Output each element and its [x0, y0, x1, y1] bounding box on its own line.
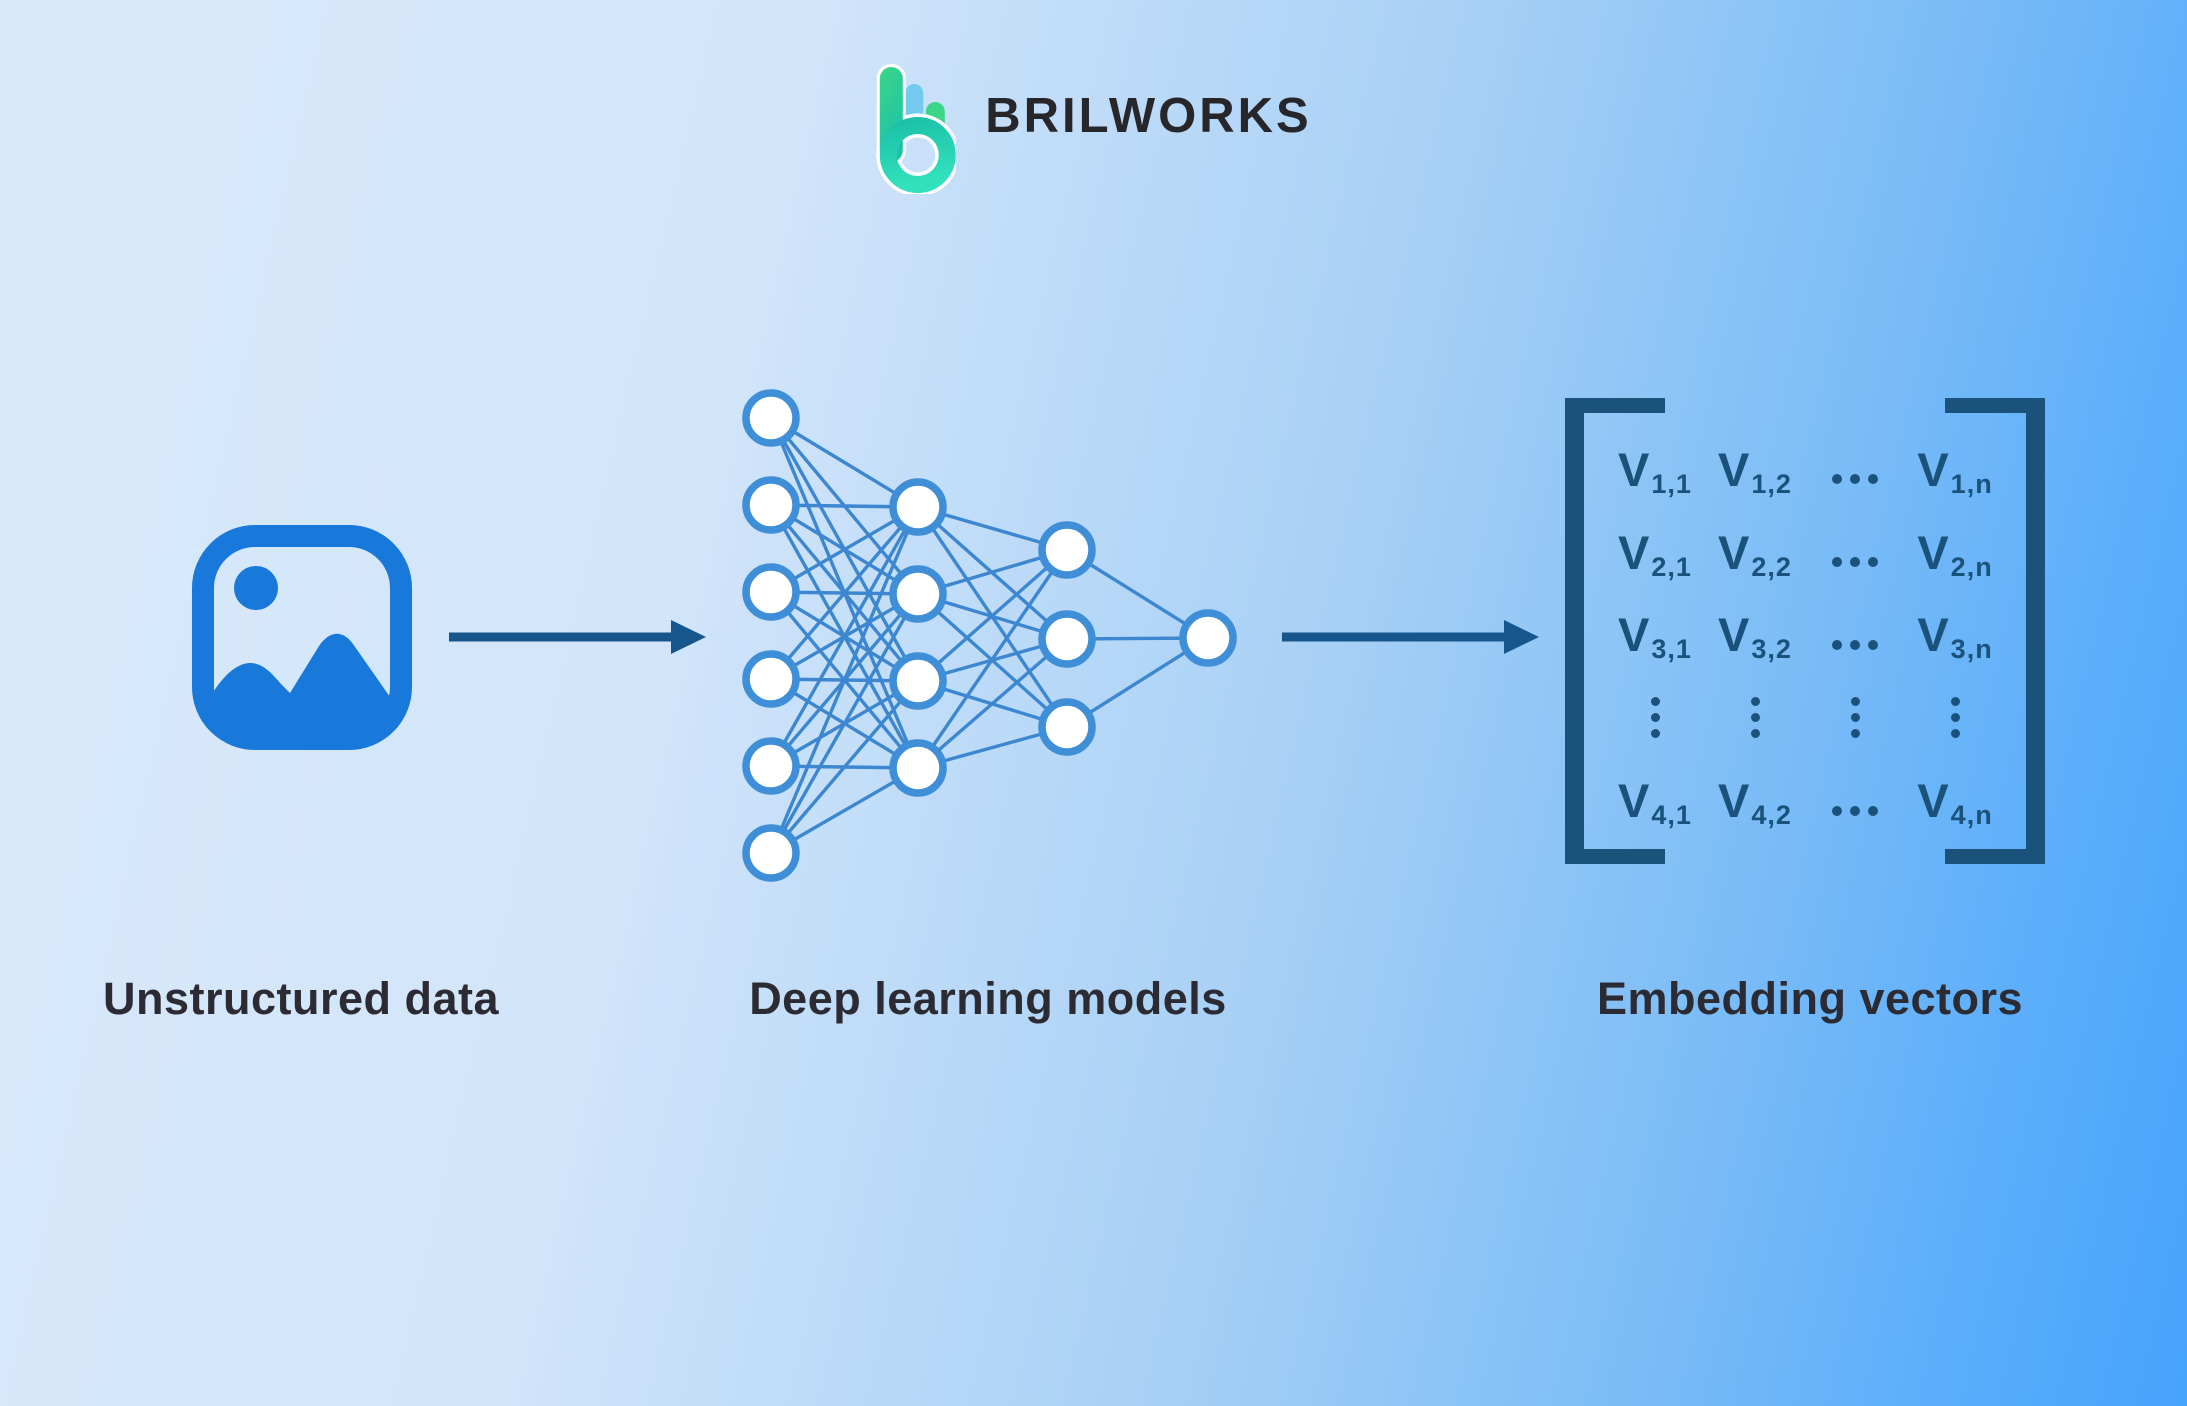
- matrix-ellipsis-horizontal: [1805, 594, 1905, 677]
- neural-network-diagram: [742, 389, 1237, 882]
- network-node: [742, 650, 800, 708]
- matrix-ellipsis-horizontal: [1805, 511, 1905, 594]
- matrix-ellipsis-horizontal: [1805, 428, 1905, 511]
- matrix-right-bracket: [1945, 398, 2045, 864]
- brilworks-brand-text: BRILWORKS: [985, 89, 1312, 143]
- label-deep-learning-models: Deep learning models: [749, 973, 1227, 1024]
- network-edge: [916, 637, 1069, 770]
- network-node: [742, 737, 800, 795]
- matrix-ellipsis-vertical: [1605, 676, 1705, 759]
- network-node: [742, 563, 800, 621]
- network-edge: [916, 548, 1069, 683]
- network-edge: [769, 506, 920, 854]
- matrix-left-bracket: [1565, 398, 1665, 864]
- network-edge: [769, 506, 920, 767]
- network-node: [1038, 698, 1096, 756]
- network-node: [889, 565, 947, 623]
- network-edge: [769, 679, 920, 855]
- label-embedding-vectors: Embedding vectors: [1596, 973, 2024, 1024]
- matrix-ellipsis-vertical: [1805, 676, 1905, 759]
- network-node: [742, 389, 800, 447]
- network-node: [889, 478, 947, 536]
- network-edge: [769, 505, 920, 681]
- matrix-ellipsis-horizontal: [1805, 759, 1905, 842]
- brilworks-logo-icon: [875, 64, 956, 194]
- network-edge: [916, 549, 1069, 769]
- network-node: [889, 739, 947, 797]
- flow-arrow-left-icon: [449, 620, 706, 654]
- network-node: [1038, 521, 1096, 579]
- unstructured-data-image-icon: [192, 525, 412, 750]
- label-unstructured-data: Unstructured data: [102, 973, 500, 1024]
- network-node: [889, 652, 947, 710]
- matrix-ellipsis-vertical: [1705, 676, 1805, 759]
- network-node: [1179, 609, 1237, 667]
- flow-arrow-right-icon: [1282, 620, 1539, 654]
- network-node: [742, 476, 800, 534]
- network-node: [1038, 610, 1096, 668]
- network-node: [742, 824, 800, 882]
- brilworks-logo: BRILWORKS: [875, 64, 1311, 194]
- network-edge: [769, 593, 920, 854]
- matrix-ellipsis-vertical: [1905, 676, 2005, 759]
